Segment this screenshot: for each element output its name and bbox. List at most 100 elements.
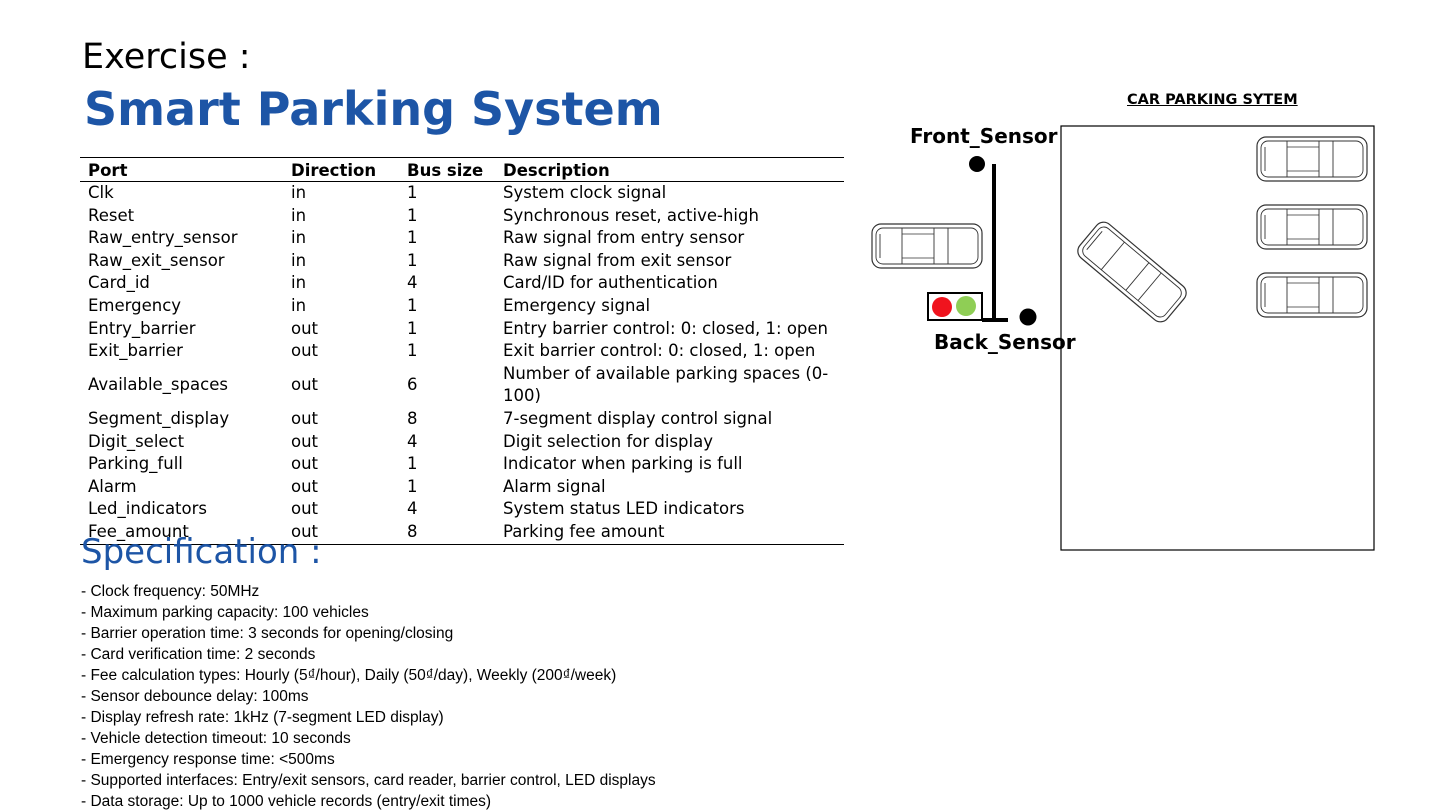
back-sensor-dot-icon bbox=[1019, 308, 1037, 326]
bus-size-cell: 4 bbox=[407, 273, 418, 293]
table-row: Alarm out 1 Alarm signal bbox=[80, 476, 844, 499]
col-header-bus-size: Bus size bbox=[407, 161, 484, 180]
traffic-light-icon bbox=[927, 292, 983, 321]
bus-size-cell: 1 bbox=[407, 183, 418, 202]
description-cell: System clock signal bbox=[503, 183, 667, 202]
table-row: Entry_barrier out 1 Entry barrier control: … bbox=[80, 318, 844, 341]
car-icon-slot-1 bbox=[1256, 136, 1368, 182]
direction-cell: out bbox=[291, 341, 319, 361]
port-cell: Led_indicators bbox=[88, 499, 208, 519]
port-cell: Reset bbox=[88, 205, 135, 225]
parking-diagram bbox=[871, 125, 1375, 551]
spec-item: - Fee calculation types: Hourly (5₫/hour… bbox=[81, 667, 617, 684]
description-cell: Exit barrier control: 0: closed, 1: open bbox=[503, 341, 816, 361]
port-cell: Entry_barrier bbox=[88, 318, 196, 338]
table-row: Reset in 1 Synchronous reset, active-high bbox=[80, 205, 844, 228]
table-row: Segment_display out 8 7-segment display con… bbox=[80, 408, 844, 431]
car-icon-slot-2 bbox=[1256, 204, 1368, 250]
col-header-description: Description bbox=[503, 161, 610, 180]
bus-size-cell: 1 bbox=[407, 454, 418, 474]
table-row: Clk in 1 System clock signal bbox=[80, 182, 844, 205]
direction-cell: out bbox=[291, 408, 319, 428]
port-cell: Raw_exit_sensor bbox=[88, 250, 225, 270]
port-cell: Alarm bbox=[88, 476, 137, 496]
direction-cell: out bbox=[291, 431, 319, 451]
spec-item: - Data storage: Up to 1000 vehicle recor… bbox=[81, 793, 492, 810]
table-row: Raw_exit_sensor in 1 Raw signal from exit s… bbox=[80, 250, 844, 273]
direction-cell: out bbox=[291, 318, 319, 338]
port-cell: Exit_barrier bbox=[88, 341, 183, 361]
back-sensor-label: Back_Sensor bbox=[934, 330, 1076, 354]
bus-size-cell: 4 bbox=[407, 499, 418, 519]
bus-size-cell: 1 bbox=[407, 476, 418, 496]
spec-item: - Clock frequency: 50MHz bbox=[81, 583, 260, 600]
description-cell: Card/ID for authentication bbox=[503, 273, 718, 293]
table-row: Exit_barrier out 1 Exit barrier control: 0:… bbox=[80, 340, 844, 363]
front-sensor-label: Front_Sensor bbox=[910, 124, 1058, 148]
spec-item: - Vehicle detection timeout: 10 seconds bbox=[81, 730, 351, 747]
description-cell: Raw signal from exit sensor bbox=[503, 250, 732, 270]
bus-size-cell: 8 bbox=[407, 408, 418, 428]
diagram-title: CAR PARKING SYTEM bbox=[1127, 92, 1298, 108]
bus-size-cell: 6 bbox=[407, 375, 418, 395]
description-cell: Synchronous reset, active-high bbox=[503, 205, 759, 225]
port-cell: Segment_display bbox=[88, 408, 230, 428]
spec-item: - Emergency response time: <500ms bbox=[81, 751, 335, 768]
direction-cell: in bbox=[291, 228, 307, 248]
bus-size-cell: 1 bbox=[407, 250, 418, 270]
description-cell: Emergency signal bbox=[503, 295, 651, 315]
bus-size-cell: 4 bbox=[407, 431, 418, 451]
table-row: Card_id in 4 Card/ID for authentication bbox=[80, 272, 844, 295]
port-cell: Fee_amount bbox=[88, 521, 189, 541]
specification-list: - Clock frequency: 50MHz - Maximum parkin… bbox=[81, 581, 656, 812]
description-cell: Number of available parking spaces (0-10… bbox=[503, 363, 829, 406]
direction-cell: in bbox=[291, 205, 307, 225]
table-header-row: Port Direction Bus size Description bbox=[80, 157, 844, 182]
bus-size-cell: 1 bbox=[407, 228, 418, 248]
direction-cell: in bbox=[291, 250, 307, 270]
port-table: Port Direction Bus size Description Clk i… bbox=[80, 157, 844, 545]
front-sensor-dot-icon bbox=[969, 156, 985, 172]
description-cell: 7-segment display control signal bbox=[503, 408, 773, 428]
port-cell: Raw_entry_sensor bbox=[88, 228, 238, 248]
port-cell: Available_spaces bbox=[88, 375, 228, 395]
description-cell: Alarm signal bbox=[503, 476, 606, 496]
description-cell: Entry barrier control: 0: closed, 1: ope… bbox=[503, 318, 829, 338]
direction-cell: out bbox=[291, 476, 319, 496]
port-cell: Card_id bbox=[88, 273, 150, 293]
exercise-label: Exercise : bbox=[82, 37, 251, 77]
bus-size-cell: 1 bbox=[407, 295, 418, 315]
parking-lot-outline bbox=[1060, 125, 1375, 551]
description-cell: Indicator when parking is full bbox=[503, 454, 743, 474]
description-cell: Raw signal from entry sensor bbox=[503, 228, 745, 248]
bus-size-cell: 1 bbox=[407, 341, 418, 361]
direction-cell: out bbox=[291, 499, 319, 519]
description-cell: Digit selection for display bbox=[503, 431, 713, 451]
table-row: Emergency in 1 Emergency signal bbox=[80, 295, 844, 318]
specification-heading: Specification : bbox=[81, 532, 322, 572]
spec-item: - Supported interfaces: Entry/exit senso… bbox=[81, 772, 656, 789]
spec-item: - Display refresh rate: 1kHz (7-segment … bbox=[81, 709, 444, 726]
table-row: Digit_select out 4 Digit selection for disp… bbox=[80, 431, 844, 454]
port-cell: Digit_select bbox=[88, 431, 185, 451]
port-cell: Emergency bbox=[88, 295, 182, 315]
bus-size-cell: 1 bbox=[407, 205, 418, 225]
bus-size-cell: 1 bbox=[407, 318, 418, 338]
col-header-direction: Direction bbox=[291, 161, 377, 180]
spec-item: - Sensor debounce delay: 100ms bbox=[81, 688, 309, 705]
car-icon-entrance bbox=[871, 223, 983, 269]
port-cell: Clk bbox=[88, 183, 114, 202]
spec-item: - Maximum parking capacity: 100 vehicles bbox=[81, 604, 369, 621]
bus-size-cell: 8 bbox=[407, 521, 418, 541]
col-header-port: Port bbox=[88, 161, 128, 180]
description-cell: Parking fee amount bbox=[503, 521, 665, 541]
direction-cell: in bbox=[291, 295, 307, 315]
direction-cell: in bbox=[291, 183, 307, 202]
spec-item: - Card verification time: 2 seconds bbox=[81, 646, 316, 663]
direction-cell: in bbox=[291, 273, 307, 293]
